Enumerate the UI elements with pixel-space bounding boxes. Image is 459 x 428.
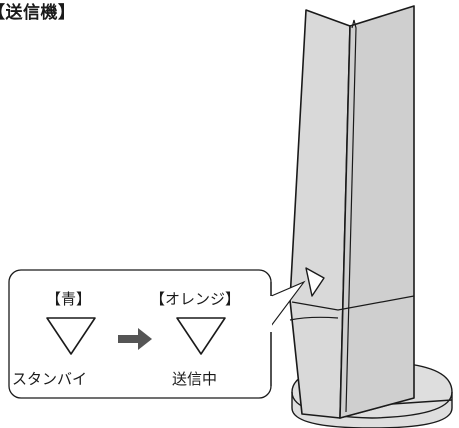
right-arrow-icon	[118, 328, 152, 350]
transmitting-state-label: 送信中	[172, 370, 218, 388]
page-title: 【送信機】	[0, 3, 76, 23]
standby-triangle-icon	[46, 317, 96, 355]
device-body-right	[339, 5, 415, 419]
transmitting-triangle-icon	[176, 317, 226, 355]
device-led-icon	[305, 267, 325, 297]
transmitting-color-label: 【オレンジ】	[150, 290, 241, 308]
standby-state-label: スタンバイ	[12, 370, 88, 388]
device-seams	[289, 19, 415, 413]
standby-color-label: 【青】	[46, 290, 92, 308]
device-body-left	[289, 9, 351, 419]
